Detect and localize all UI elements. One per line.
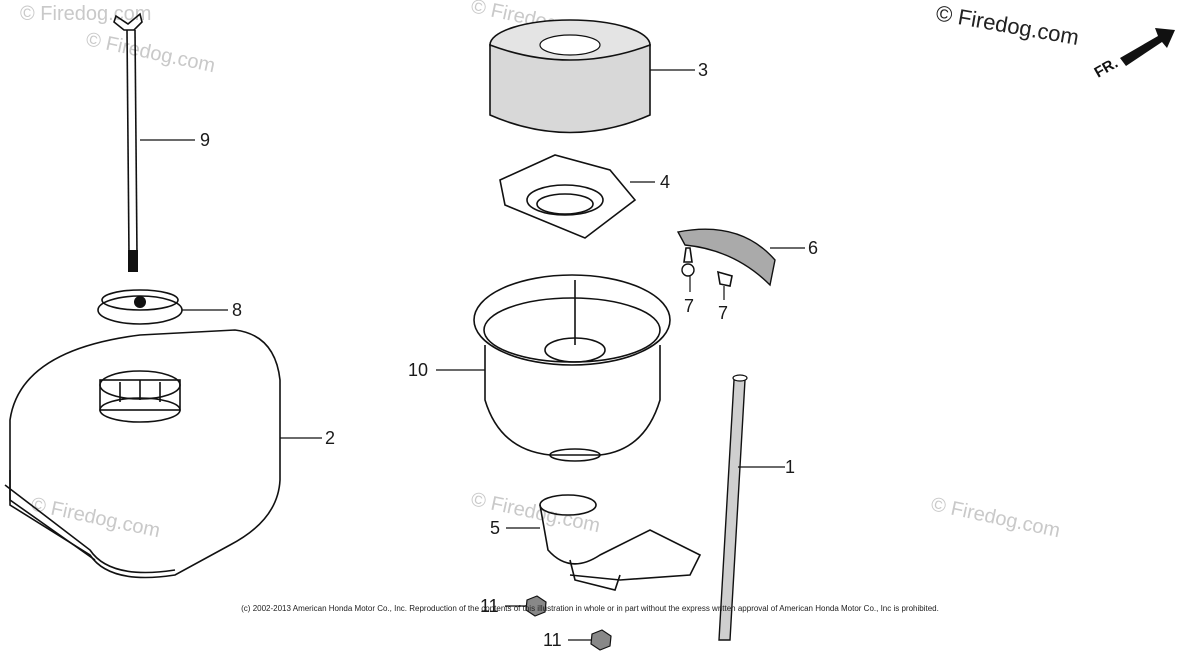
callout-number: 9 — [200, 130, 210, 150]
callout-number: 7 — [684, 296, 694, 316]
callout-number: 11 — [480, 596, 499, 616]
part-clip — [681, 247, 695, 277]
callout-number: 10 — [408, 360, 428, 380]
watermark: © Firedog.com — [84, 28, 217, 77]
part-seal-strip — [676, 228, 776, 287]
watermark: © Firedog.com — [929, 493, 1062, 542]
watermark: © Firedog.com — [20, 3, 151, 25]
part-cleaner-cover — [4, 329, 281, 579]
callout-number: 7 — [718, 303, 728, 323]
callout-number: 3 — [698, 60, 708, 80]
part-breather-tube — [718, 374, 748, 641]
watermark-corner: © Firedog.com — [934, 0, 1081, 50]
part-nut — [590, 629, 612, 651]
fr-label: FR. — [1092, 55, 1121, 82]
callout-number: 4 — [660, 172, 670, 192]
callout-number: 8 — [232, 300, 242, 320]
fr-arrow: FR. — [1092, 28, 1175, 82]
part-wing-bolt — [113, 12, 143, 272]
callout-number: 2 — [325, 428, 335, 448]
callout-number: 6 — [808, 238, 818, 258]
part-elbow — [539, 494, 702, 591]
copyright-notice: (c) 2002-2013 American Honda Motor Co., … — [241, 604, 939, 613]
part-foam-element — [489, 19, 651, 134]
callout-number: 5 — [490, 518, 500, 538]
part-clip — [717, 270, 733, 287]
callout-number: 1 — [785, 457, 795, 477]
part-nut — [525, 595, 547, 617]
part-seal-washer — [97, 289, 183, 325]
part-holder-plate — [499, 154, 637, 239]
callout-number: 11 — [543, 630, 562, 650]
part-cleaner-case — [473, 274, 671, 462]
